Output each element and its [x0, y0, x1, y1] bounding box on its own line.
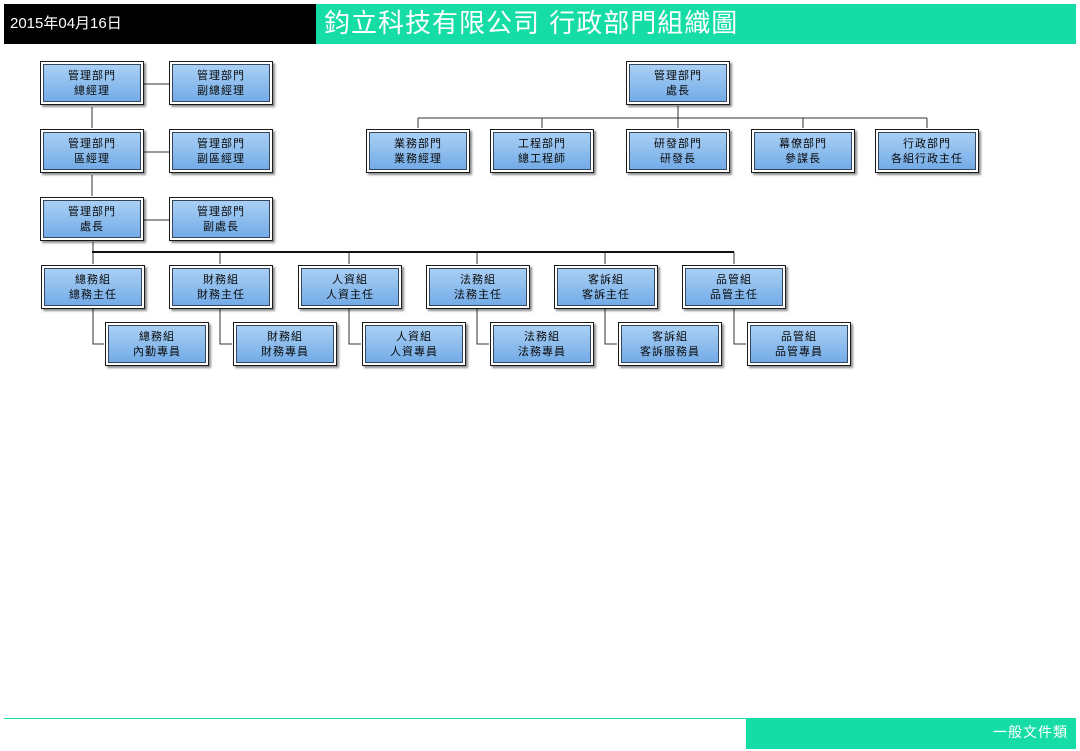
node-dept: 管理部門 [68, 137, 116, 150]
node-qa-staff: 品管組 品管專員 [747, 322, 851, 366]
node-role: 財務主任 [197, 288, 245, 301]
node-dept: 管理部門 [68, 205, 116, 218]
node-dept: 研發部門 [654, 137, 702, 150]
node-role: 副處長 [203, 220, 239, 233]
node-ga-staff: 總務組 內勤專員 [105, 322, 209, 366]
node-role: 客訴主任 [582, 288, 630, 301]
node-dept: 客訴組 [588, 273, 624, 286]
node-finance-staff: 財務組 財務專員 [233, 322, 337, 366]
node-dept: 人資組 [396, 330, 432, 343]
node-role: 各組行政主任 [891, 152, 963, 165]
node-role: 法務專員 [518, 345, 566, 358]
node-complaints-staff: 客訴組 客訴服務員 [618, 322, 722, 366]
node-dept: 總務組 [139, 330, 175, 343]
node-role: 人資主任 [326, 288, 374, 301]
node-dept: 業務部門 [394, 137, 442, 150]
node-qa-lead: 品管組 品管主任 [682, 265, 786, 309]
node-dept: 幕僚部門 [779, 137, 827, 150]
node-dept: 工程部門 [518, 137, 566, 150]
node-role: 副區經理 [197, 152, 245, 165]
node-dept: 人資組 [332, 273, 368, 286]
node-dept: 客訴組 [652, 330, 688, 343]
node-dept: 法務組 [524, 330, 560, 343]
node-dept: 管理部門 [197, 205, 245, 218]
node-rnd: 研發部門 研發長 [626, 129, 730, 173]
node-staff: 幕僚部門 參謀長 [751, 129, 855, 173]
node-admin: 行政部門 各組行政主任 [875, 129, 979, 173]
node-hr-staff: 人資組 人資專員 [362, 322, 466, 366]
node-role: 品管專員 [775, 345, 823, 358]
node-hr-lead: 人資組 人資主任 [298, 265, 402, 309]
node-ga-lead: 總務組 總務主任 [41, 265, 145, 309]
date-label: 2015年04月16日 [4, 4, 316, 44]
node-role: 副總經理 [197, 84, 245, 97]
node-role: 業務經理 [394, 152, 442, 165]
node-role: 處長 [80, 220, 104, 233]
node-dept: 管理部門 [654, 69, 702, 82]
node-dept: 財務組 [267, 330, 303, 343]
node-role: 處長 [666, 84, 690, 97]
node-role: 總工程師 [518, 152, 566, 165]
node-regional-manager: 管理部門 區經理 [40, 129, 144, 173]
node-dept: 品管組 [716, 273, 752, 286]
node-dept: 管理部門 [68, 69, 116, 82]
node-role: 品管主任 [710, 288, 758, 301]
node-legal-staff: 法務組 法務專員 [490, 322, 594, 366]
node-dept: 財務組 [203, 273, 239, 286]
node-vice-division-head: 管理部門 副處長 [169, 197, 273, 241]
node-dept: 管理部門 [197, 69, 245, 82]
node-complaints-lead: 客訴組 客訴主任 [554, 265, 658, 309]
node-sales: 業務部門 業務經理 [366, 129, 470, 173]
node-role: 區經理 [74, 152, 110, 165]
node-vice-regional-manager: 管理部門 副區經理 [169, 129, 273, 173]
node-engineering: 工程部門 總工程師 [490, 129, 594, 173]
node-role: 參謀長 [785, 152, 821, 165]
node-general-manager: 管理部門 總經理 [40, 61, 144, 105]
node-division-head: 管理部門 處長 [40, 197, 144, 241]
node-role: 總務主任 [69, 288, 117, 301]
footer-label: 一般文件類 [746, 718, 1076, 749]
node-role: 人資專員 [390, 345, 438, 358]
node-role: 法務主任 [454, 288, 502, 301]
node-role: 總經理 [74, 84, 110, 97]
node-role: 財務專員 [261, 345, 309, 358]
footer-divider [4, 718, 746, 719]
node-dept: 總務組 [75, 273, 111, 286]
node-role: 內勤專員 [133, 345, 181, 358]
node-role: 研發長 [660, 152, 696, 165]
node-legal-lead: 法務組 法務主任 [426, 265, 530, 309]
node-dept: 行政部門 [903, 137, 951, 150]
page-title: 鈞立科技有限公司 行政部門組織圖 [316, 4, 1076, 44]
node-vice-general-manager: 管理部門 副總經理 [169, 61, 273, 105]
node-dept: 法務組 [460, 273, 496, 286]
node-finance-lead: 財務組 財務主任 [169, 265, 273, 309]
node-chief: 管理部門 處長 [626, 61, 730, 105]
node-dept: 管理部門 [197, 137, 245, 150]
node-dept: 品管組 [781, 330, 817, 343]
node-role: 客訴服務員 [640, 345, 700, 358]
